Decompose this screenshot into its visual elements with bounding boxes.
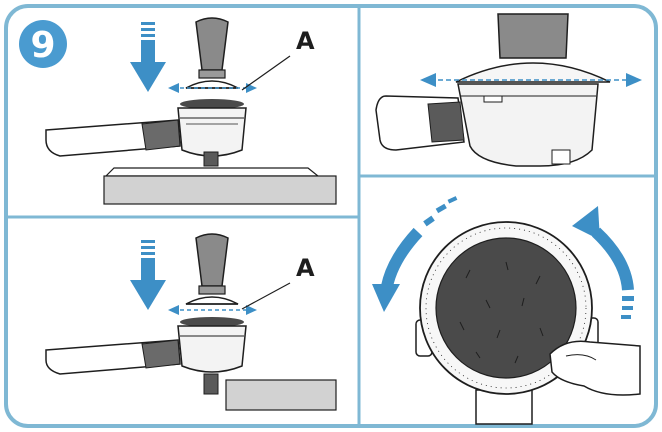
rotate-arrow-icon [572, 206, 634, 319]
panel-level-check [375, 13, 642, 167]
down-arrow-icon [130, 240, 166, 310]
panel-tamp-on-edge: A [45, 233, 337, 411]
tamper [185, 17, 239, 89]
label-a-bottom: A [296, 254, 315, 282]
tamper-base [455, 62, 611, 83]
tamper [185, 233, 239, 305]
step-badge: 9 [19, 20, 67, 68]
panel-rotate-tamper [372, 196, 641, 425]
panel-tamp-on-counter: A [45, 17, 337, 205]
rotate-arrow-icon [372, 196, 458, 312]
down-arrow-icon [130, 22, 166, 92]
filter-basket [415, 221, 599, 425]
counter-edge [225, 379, 337, 411]
counter [103, 167, 337, 205]
portafilter [45, 325, 247, 395]
portafilter [45, 107, 247, 167]
level-arrow-icon [420, 73, 642, 87]
level-arrow-icon [168, 305, 257, 315]
label-a-top: A [296, 27, 315, 55]
coffee-grounds [180, 317, 244, 327]
step-number: 9 [30, 25, 55, 66]
coffee-grounds [180, 99, 244, 109]
portafilter-closeup [375, 83, 599, 167]
tamper-handle [497, 13, 569, 59]
coffee-puck [435, 237, 577, 379]
